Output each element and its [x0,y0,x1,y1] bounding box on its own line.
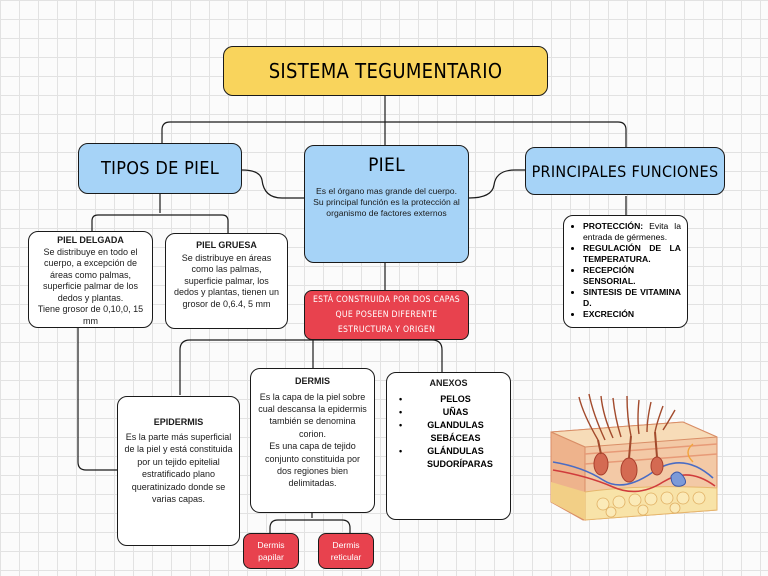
funcion-item-text: Evita la entrada de gérmenes. [583,221,681,242]
anexo-item-label: UÑAS [442,406,469,417]
dermis-papilar-box: Dermis papilar [243,533,299,569]
bullet-icon: • [399,393,403,404]
piel-delgada-description: Se distribuye en todo el cuerpo, a excep… [42,246,139,303]
bullet-icon [395,458,427,471]
anexos-title: ANEXOS [429,378,468,388]
bullet-icon: • [399,406,403,417]
funcion-item: EXCRECIÓN [583,309,681,320]
piel-description: Es el órgano mas grande del cuerpo. Su p… [313,186,460,218]
anexo-item-label: SUDORÍPARAS [427,458,493,469]
dermis-description-1: Es la capa de la piel sobre cual descans… [258,391,367,439]
dermis-papilar-text: Dermis papilar [257,540,285,562]
anexo-item: • PELOS [395,393,502,406]
dermis-box: DERMIS Es la capa de la piel sobre cual … [250,368,375,513]
anexo-item-label: GLANDULAS [427,419,484,430]
piel-delgada-title: PIEL DELGADA [57,235,124,245]
anexos-box: ANEXOS • PELOS • UÑAS • GLANDULAS SEBÁCEAS • GLÁ… [386,372,511,520]
piel-delgada-box: PIEL DELGADA Se distribuye en todo el cu… [28,231,153,328]
piel-delgada-grosor: Tiene grosor de 0,10,0, 15 mm [37,304,144,326]
bullet-icon: • [399,419,403,430]
page-title: SISTEMA TEGUMENTARIO [268,59,503,83]
funcion-item: PROTECCIÓN: Evita la entrada de gérmenes… [583,221,681,243]
anexo-item: • UÑAS [395,406,502,419]
funciones-title: PRINCIPALES FUNCIONES [531,161,719,181]
skin-cross-section-illustration [550,393,718,521]
tipos-de-piel-title: TIPOS DE PIEL [100,158,220,179]
funcion-item: SINTESIS DE VITAMINA D. [583,287,681,309]
anexo-item: SUDORÍPARAS [395,458,502,471]
piel-box: PIEL Es el órgano mas grande del cuerpo.… [304,145,469,263]
funciones-list-box: PROTECCIÓN: Evita la entrada de gérmenes… [563,215,688,328]
bullet-icon: • [399,445,403,456]
capas-text: ESTÁ CONSTRUIDA POR DOS CAPAS QUE POSEEN… [312,294,460,335]
funcion-item: REGULACIÓN DE LA TEMPERATURA. [583,243,681,265]
funcion-item-bold: SINTESIS DE VITAMINA D. [583,287,681,308]
dermis-description-2: Es una capa de tejido conjunto constitui… [264,441,361,489]
dermis-title: DERMIS [294,376,330,386]
piel-title: PIEL [368,154,405,176]
funcion-item-bold: RECEPCIÓN SENSORIAL. [583,265,636,286]
piel-gruesa-description: Se distribuye en áreas como las palmas, … [173,252,280,309]
funcion-item-bold: REGULACIÓN DE LA TEMPERATURA. [583,243,681,264]
anexo-item: • GLANDULAS [395,419,502,432]
bullet-icon [395,432,427,445]
dermis-reticular-box: Dermis reticular [318,533,374,569]
epidermis-description: Es la parte más superficial de la piel y… [124,431,233,505]
anexo-item-label: SEBÁCEAS [430,432,481,443]
funciones-box: PRINCIPALES FUNCIONES [525,147,725,195]
funcion-item-bold: PROTECCIÓN: [583,221,644,231]
funciones-list: PROTECCIÓN: Evita la entrada de gérmenes… [567,221,681,320]
epidermis-box: EPIDERMIS Es la parte más superficial de… [117,396,240,546]
anexo-item: • GLÁNDULAS [395,445,502,458]
tipos-de-piel-box: TIPOS DE PIEL [78,143,242,194]
epidermis-title: EPIDERMIS [153,417,204,427]
anexo-item-label: GLÁNDULAS [427,445,484,456]
anexos-list: • PELOS • UÑAS • GLANDULAS SEBÁCEAS • GLÁNDULAS S… [395,393,502,471]
dermis-reticular-text: Dermis reticular [330,540,362,562]
funcion-item: RECEPCIÓN SENSORIAL. [583,265,681,287]
capas-box: ESTÁ CONSTRUIDA POR DOS CAPAS QUE POSEEN… [304,290,469,340]
piel-gruesa-title: PIEL GRUESA [196,240,257,250]
piel-gruesa-box: PIEL GRUESA Se distribuye en áreas como … [165,233,288,329]
anexo-item-label: PELOS [440,393,471,404]
title-box: SISTEMA TEGUMENTARIO [223,46,548,96]
anexo-item: SEBÁCEAS [395,432,502,445]
funcion-item-bold: EXCRECIÓN [583,309,635,319]
